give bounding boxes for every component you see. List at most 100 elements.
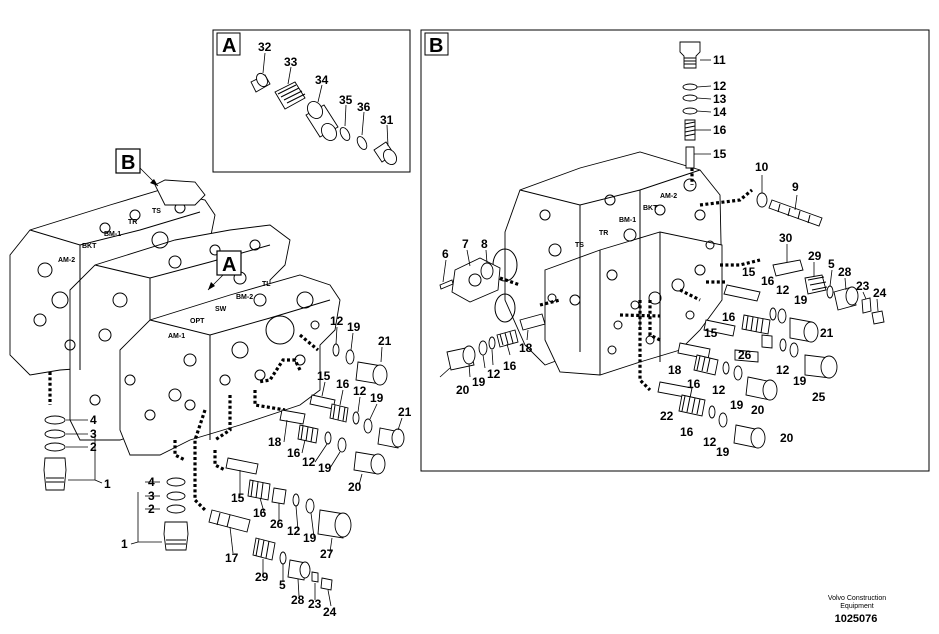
part-number: 15 [742,265,756,279]
part-number: 15 [317,369,331,383]
part-number: 9 [792,180,799,194]
part-number: 24 [873,286,887,300]
port-label: OPT [190,318,205,325]
main-assembly-lines [48,333,320,512]
port-label: TS [152,208,161,215]
part-number: 21 [378,334,392,348]
part-number: 2 [148,502,155,516]
part-number: 16 [687,377,701,391]
detail-b-leaders [439,59,879,378]
part-number: 26 [738,348,752,362]
callout-b-letter: B [121,152,135,174]
part-number: 16 [503,359,517,373]
part-number: 16 [253,506,267,520]
port-label: SW [215,306,227,313]
part-number: 4 [90,413,97,427]
detail-box-a-label: A [222,35,236,57]
part-number: 16 [287,446,301,460]
main-port-labels: TS TR BM-1 BKT AM-2 TL BM-2 SW OPT AM-1 [58,208,271,340]
part-number: 1 [121,537,128,551]
part-number: 16 [336,377,350,391]
part-number: 12 [487,367,501,381]
port-label: AM-1 [168,333,185,340]
detail-b-parts [439,41,885,449]
part-number: 19 [347,320,361,334]
detail-box-b-label: B [429,35,443,57]
part-number: 12 [330,314,344,328]
part-number: 20 [751,403,765,417]
part-number: 18 [519,341,533,355]
part-number: 12 [302,455,316,469]
part-number: 25 [812,390,826,404]
part-number: 29 [255,570,269,584]
port-label: BM-1 [619,217,636,224]
part-number: 16 [722,310,736,324]
part-number: 16 [713,123,727,137]
part-number: 10 [755,160,769,174]
part-number: 23 [856,279,870,293]
part-number: 6 [442,247,449,261]
port-label: TS [575,242,584,249]
part-number: 20 [348,480,362,494]
part-number: 19 [303,531,317,545]
port-label: BKT [643,205,658,212]
part-number: 15 [231,491,245,505]
part-number: 3 [90,427,97,441]
footer-brand: Volvo Construction Equipment 1025076 [828,595,886,625]
part-number: 11 [713,53,726,67]
detail-b-assembly-lines [499,168,761,392]
part-number: 19 [472,375,486,389]
detail-b-valve-block [492,151,723,376]
part-number: 18 [668,363,682,377]
detail-a-parts [250,72,398,165]
part-number: 21 [398,405,412,419]
part-number: 19 [318,461,332,475]
part-number: 26 [270,517,284,531]
part-number: 19 [716,445,730,459]
part-number: 19 [370,391,384,405]
part-number: 28 [291,593,305,607]
main-callout-a: A [207,250,242,291]
part-number: 12 [776,283,790,297]
part-number: 32 [258,40,272,54]
part-number: 23 [308,597,322,611]
part-number: 36 [357,100,371,114]
port-label: TR [599,230,608,237]
part-number: 12 [713,79,727,93]
part-number: 31 [380,113,394,127]
part-number: 14 [713,105,727,119]
part-number: 5 [828,257,835,271]
detail-box-b: B [420,29,930,472]
part-number: 22 [660,409,674,423]
part-number: 8 [481,237,488,251]
port-label: BKT [82,243,97,250]
part-number: 12 [703,435,717,449]
port-label: TL [262,281,271,288]
footer-brand-line2: Equipment [840,603,874,610]
part-number: 15 [713,147,727,161]
callout-a-letter: A [222,254,236,276]
part-number: 12 [287,524,301,538]
part-number: 2 [90,440,97,454]
part-number: 4 [148,475,155,489]
detail-a-leaders [262,52,389,147]
detail-box-a: A 32 [212,29,411,173]
part-number: 28 [838,265,852,279]
part-number: 30 [779,231,793,245]
part-number: 16 [680,425,694,439]
part-number: 29 [808,249,822,263]
main-right-parts [208,326,405,607]
part-number: 15 [704,326,718,340]
part-number: 3 [148,489,155,503]
port-label: TR [128,219,137,226]
part-number: 19 [793,374,807,388]
main-left-fitting [43,415,103,491]
part-number: 13 [713,92,727,106]
drawing-number: 1025076 [835,613,878,625]
part-number: 1 [104,477,111,491]
part-number: 17 [225,551,239,565]
detail-b-port-labels: AM-2 BKT BM-1 TR TS [575,193,677,249]
part-number: 35 [339,93,353,107]
port-label: AM-2 [58,257,75,264]
